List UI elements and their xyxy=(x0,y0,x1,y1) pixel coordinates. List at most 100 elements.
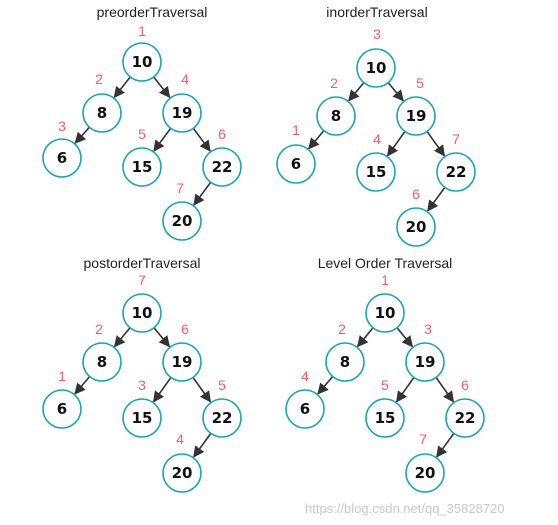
tree-node: 15 5 xyxy=(365,377,405,438)
node-circle xyxy=(162,342,202,382)
node-value: 8 xyxy=(340,353,350,371)
visit-order-label: 2 xyxy=(338,321,346,337)
node-circle xyxy=(445,398,485,438)
tree-node: 103 xyxy=(356,26,396,88)
edge-arrow xyxy=(113,76,131,99)
node-circle xyxy=(202,147,242,187)
visit-order-label: 4 xyxy=(176,431,184,447)
tree-node: 195 xyxy=(396,75,436,136)
node-value: 8 xyxy=(97,353,107,371)
edge-arrow xyxy=(153,127,172,152)
node-value: 19 xyxy=(406,107,427,125)
edge-arrow xyxy=(74,375,91,395)
tree-node: 207 xyxy=(405,431,445,493)
node-value: 22 xyxy=(446,163,467,181)
edge-arrow xyxy=(152,376,172,403)
node-circle xyxy=(356,48,396,88)
node-circle xyxy=(436,152,476,192)
visit-order-label: 6 xyxy=(218,126,226,142)
node-value: 15 xyxy=(366,163,387,181)
node-value: 6 xyxy=(57,149,67,167)
edge-arrow xyxy=(193,432,212,458)
node-value: 22 xyxy=(212,158,233,176)
node-value: 22 xyxy=(212,409,233,427)
visit-order-label: 4 xyxy=(181,71,189,87)
node-value: 20 xyxy=(406,218,427,236)
node-value: 6 xyxy=(300,400,310,418)
node-value: 6 xyxy=(291,155,301,173)
visit-order-label: 7 xyxy=(419,431,427,447)
edge-arrow xyxy=(113,327,131,348)
tree-node: 107 xyxy=(122,272,162,333)
node-value: 15 xyxy=(132,158,153,176)
node-circle xyxy=(162,453,202,493)
panel-title: Level Order Traversal xyxy=(318,255,453,271)
edge-arrow xyxy=(396,327,414,348)
edge-arrow xyxy=(348,82,365,102)
edge-arrow xyxy=(356,327,374,348)
visit-order-label: 1 xyxy=(292,122,300,138)
visit-order-label: 7 xyxy=(138,272,146,288)
visit-order-label: 4 xyxy=(373,131,381,147)
node-value: 15 xyxy=(132,409,153,427)
visit-order-label: 2 xyxy=(330,75,338,91)
node-value: 15 xyxy=(375,409,396,427)
visit-order-label: 4 xyxy=(301,368,309,384)
node-value: 19 xyxy=(172,353,193,371)
node-circle xyxy=(82,342,122,382)
node-circle xyxy=(82,93,122,133)
tree-node: 61 xyxy=(42,368,82,429)
node-circle xyxy=(365,398,405,438)
node-value: 6 xyxy=(57,400,67,418)
edge-arrow xyxy=(436,432,455,458)
edge-arrow xyxy=(192,127,211,152)
visit-order-label: 1 xyxy=(138,23,146,39)
node-circle xyxy=(162,201,202,241)
node-circle xyxy=(285,389,325,429)
edge-arrow xyxy=(193,181,212,206)
visit-order-label: 2 xyxy=(95,321,103,337)
node-value: 19 xyxy=(172,104,193,122)
tree-node: 10 1 xyxy=(122,23,162,82)
visit-order-label: 3 xyxy=(58,118,66,134)
visit-order-label: 7 xyxy=(452,131,460,147)
node-circle xyxy=(396,96,436,136)
node-value: 8 xyxy=(97,104,107,122)
edge-arrow xyxy=(74,126,90,144)
tree-node: 193 xyxy=(405,321,445,382)
node-circle xyxy=(356,152,396,192)
edge-arrow xyxy=(395,376,415,403)
tree-node: 22 7 xyxy=(436,131,476,192)
node-circle xyxy=(122,398,162,438)
visit-order-label: 3 xyxy=(424,321,432,337)
tree-node: 64 xyxy=(285,368,325,429)
node-value: 10 xyxy=(375,304,396,322)
visit-order-label: 1 xyxy=(58,368,66,384)
visit-order-label: 2 xyxy=(95,71,103,87)
edge-arrow xyxy=(308,130,325,150)
node-circle xyxy=(202,398,242,438)
panel-title: postorderTraversal xyxy=(84,255,201,271)
tree-node: 22 6 xyxy=(202,126,242,187)
visit-order-label: 5 xyxy=(381,377,389,393)
node-circle xyxy=(276,144,316,184)
node-value: 20 xyxy=(172,212,193,230)
visit-order-label: 3 xyxy=(373,26,381,42)
tree-node: 225 xyxy=(202,377,242,438)
node-value: 22 xyxy=(455,409,476,427)
node-value: 10 xyxy=(132,53,153,71)
tree-node: 226 xyxy=(445,377,485,438)
visit-order-label: 6 xyxy=(412,186,420,202)
panel-title: inorderTraversal xyxy=(326,4,427,20)
edge-arrow xyxy=(153,327,171,348)
node-circle xyxy=(365,293,405,333)
node-circle xyxy=(162,93,202,133)
visit-order-label: 3 xyxy=(138,377,146,393)
node-circle xyxy=(396,207,436,247)
node-circle xyxy=(42,138,82,178)
panel-title: preorderTraversal xyxy=(97,4,208,20)
